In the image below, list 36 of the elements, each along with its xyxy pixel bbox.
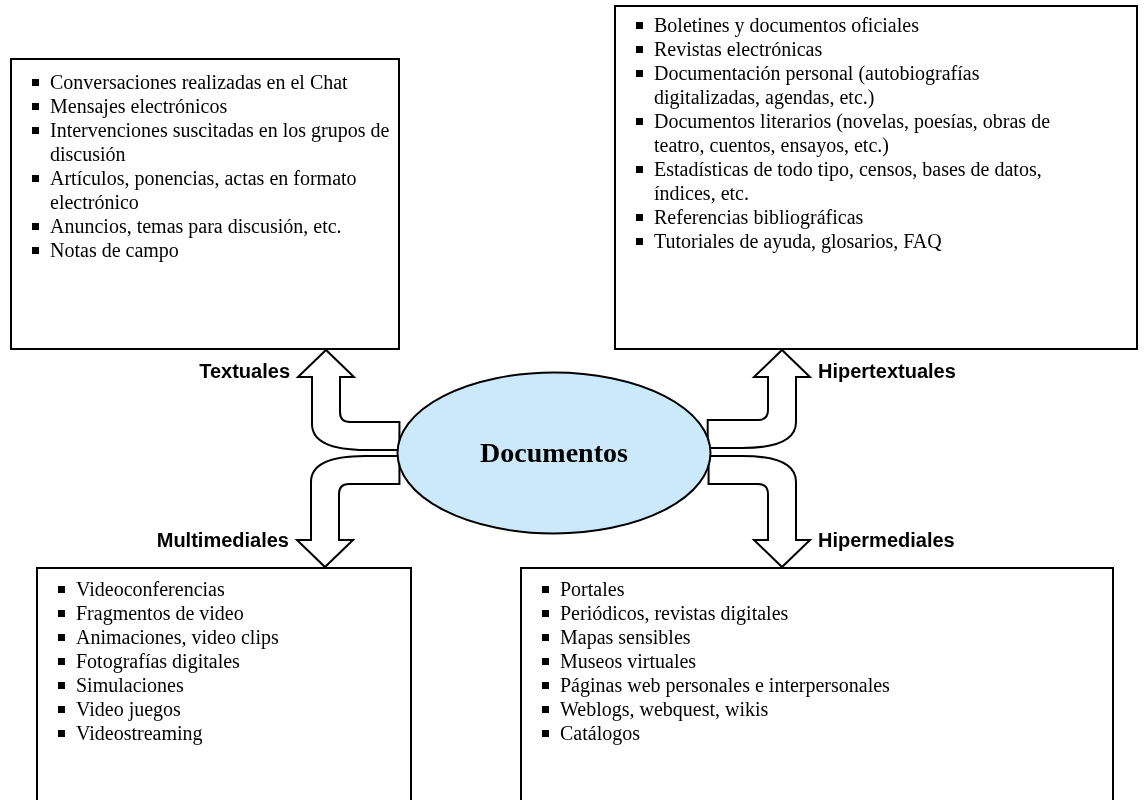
list-item: Museos virtuales (530, 649, 1104, 673)
list-item: Conversaciones realizadas en el Chat (20, 70, 390, 94)
list-item: Anuncios, temas para discusión, etc. (20, 214, 390, 238)
list-item: Notas de campo (20, 238, 390, 262)
list-item: Fragmentos de video (46, 601, 402, 625)
list-item: Videostreaming (46, 721, 402, 745)
list-item: Boletines y documentos oficiales (624, 13, 1076, 37)
list-item: Mapas sensibles (530, 625, 1104, 649)
node-title: Documentos (480, 437, 628, 469)
list-item: Simulaciones (46, 673, 402, 697)
list-box (36, 567, 412, 800)
block-arrow (706, 349, 811, 449)
list-item: Periódicos, revistas digitales (530, 601, 1104, 625)
list-item: Tutoriales de ayuda, glosarios, FAQ (624, 229, 1076, 253)
list-item: Documentación personal (autobiografías digitalizadas, agendas, etc.) (624, 61, 1076, 109)
list-item: Referencias bibliográficas (624, 205, 1076, 229)
list-item: Animaciones, video clips (46, 625, 402, 649)
list-box (614, 5, 1138, 350)
block-arrow (707, 455, 811, 568)
list-item: Weblogs, webquest, wikis (530, 697, 1104, 721)
list-box (520, 567, 1114, 800)
list-item: Documentos literarios (novelas, poesías, obras de teatro, cuentos, ensayos, etc.) (624, 109, 1076, 157)
list-item: Fotografías digitales (46, 649, 402, 673)
list-item: Mensajes electrónicos (20, 94, 390, 118)
list-item: Páginas web personales e interpersonales (530, 673, 1104, 697)
list-item: Catálogos (530, 721, 1104, 745)
block-arrow (297, 349, 401, 451)
list-box (10, 58, 400, 350)
list-item: Video juegos (46, 697, 402, 721)
list-item: Intervenciones suscitadas en los grupos de discusión (20, 118, 390, 166)
block-arrow (296, 455, 401, 568)
list-item: Estadísticas de todo tipo, censos, bases de datos, índices, etc. (624, 157, 1076, 205)
list-item: Revistas electrónicas (624, 37, 1076, 61)
list-item: Portales (530, 577, 1104, 601)
list-item: Artículos, ponencias, actas en formato electrónico (20, 166, 390, 214)
list-item: Videoconferencias (46, 577, 402, 601)
